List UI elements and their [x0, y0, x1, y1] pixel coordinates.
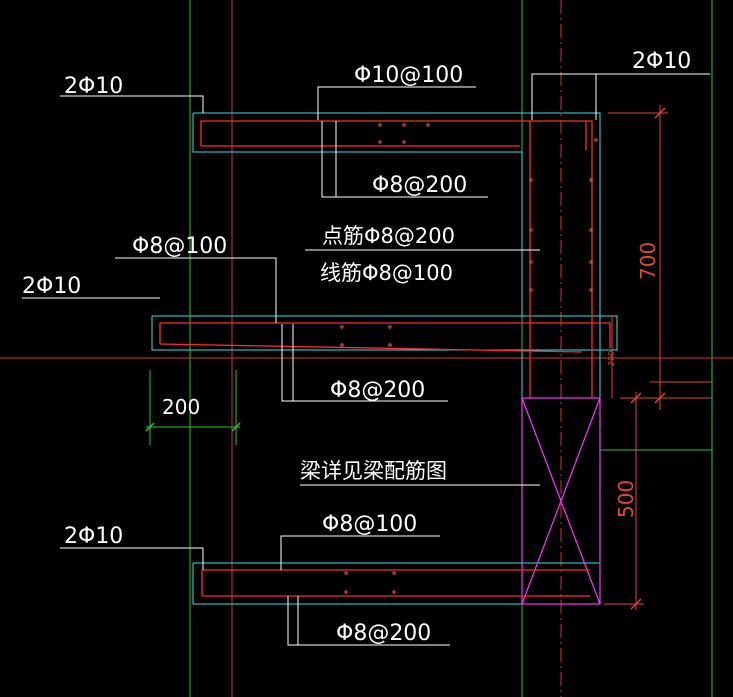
label-bot-left-bars: 2Φ10 [64, 524, 123, 549]
dimension-labels: 200 700 500 200 [162, 242, 660, 518]
label-point-bars: 点筋Φ8@200 [322, 224, 455, 248]
label-mid-main: Φ8@100 [132, 234, 227, 259]
dim-small-200: 200 [607, 351, 616, 366]
void-cross-box [521, 397, 601, 605]
label-mid-left-bars: 2Φ10 [22, 274, 81, 299]
label-top-left-bars: 2Φ10 [64, 74, 123, 99]
label-beam-note: 梁详见梁配筋图 [300, 459, 447, 483]
label-bot-main: Φ8@100 [322, 512, 417, 537]
label-line-bars: 线筋Φ8@100 [320, 261, 453, 285]
label-top-right-bars: 2Φ10 [632, 49, 691, 74]
leader-lines [22, 73, 710, 646]
label-top-main: Φ10@100 [354, 63, 463, 88]
dim-height-500: 500 [614, 480, 638, 518]
annotation-labels: 2Φ10 Φ10@100 2Φ10 Φ8@200 点筋Φ8@200 线筋Φ8@1… [22, 49, 691, 646]
dimension-lines [145, 105, 712, 610]
rebar-dots [340, 123, 598, 594]
dim-height-700: 700 [636, 242, 660, 280]
label-mid-dist: Φ8@200 [330, 378, 425, 403]
dim-width-200: 200 [162, 395, 200, 419]
rebar-lines [159, 120, 611, 597]
label-bot-dist: Φ8@200 [336, 621, 431, 646]
label-top-dist: Φ8@200 [372, 173, 467, 198]
